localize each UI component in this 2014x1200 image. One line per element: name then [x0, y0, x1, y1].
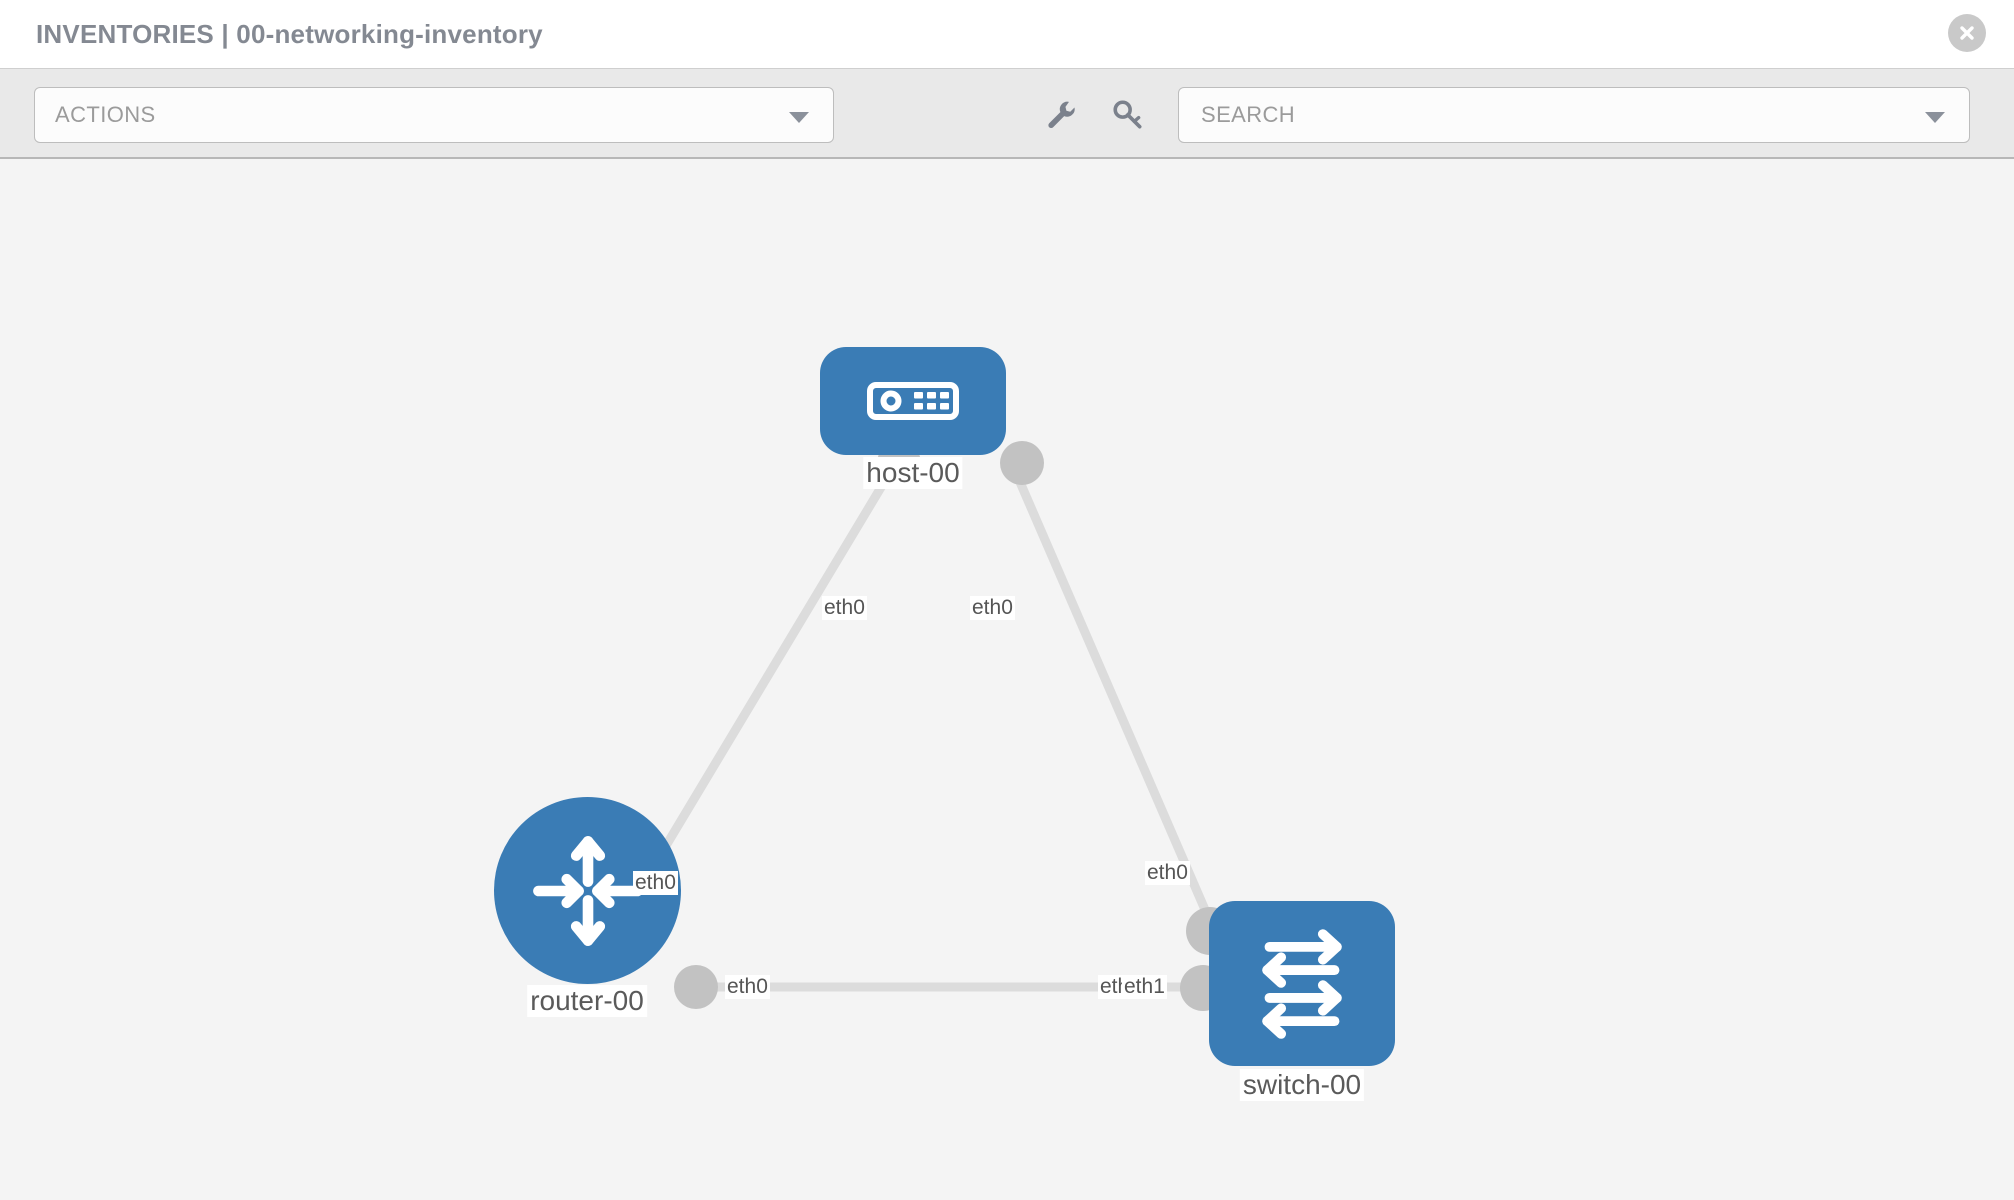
router-arrows-icon [532, 835, 643, 946]
actions-dropdown-label: ACTIONS [55, 102, 156, 127]
port-router00-right[interactable] [674, 965, 718, 1009]
page-header: INVENTORIES | 00-networking-inventory [0, 0, 2014, 68]
node-switch-00[interactable]: switch-00 [1209, 901, 1395, 1101]
switch-node-shape[interactable] [1209, 901, 1395, 1066]
node-router-00[interactable]: router-00 [494, 797, 681, 1017]
node-label-host-00: host-00 [863, 457, 963, 489]
edge-label-host00-right: eth0 [970, 596, 1015, 620]
edge-host00-switch00 [1005, 454, 1227, 954]
actions-dropdown[interactable]: ACTIONS [34, 87, 834, 143]
toolbar: ACTIONS SEARCH [0, 68, 2014, 159]
node-label-router-00: router-00 [527, 985, 647, 1017]
port-host00-right[interactable] [1000, 441, 1044, 485]
server-icon [867, 382, 959, 420]
edge-label-router00-uplink: eth0 [633, 871, 678, 895]
search-input[interactable]: SEARCH [1178, 87, 1970, 143]
node-host-00[interactable]: host-00 [820, 347, 1006, 489]
page-title: INVENTORIES | 00-networking-inventory [36, 18, 543, 49]
edge-label-host00-left: eth0 [822, 596, 867, 620]
host-node-shape[interactable] [820, 347, 1006, 455]
node-label-switch-00: switch-00 [1239, 1069, 1365, 1101]
edge-label-switch00-eth1: eth1 [1122, 975, 1167, 999]
topology-edges [617, 454, 1227, 992]
search-placeholder: SEARCH [1201, 102, 1296, 127]
wrench-icon[interactable] [1043, 97, 1079, 133]
switch-arrows-icon [1262, 928, 1342, 1039]
edge-label-switch00-uplink: eth0 [1145, 861, 1190, 885]
key-icon[interactable] [1110, 97, 1146, 133]
search-chevron-down-icon[interactable] [1925, 112, 1945, 123]
topology-canvas[interactable]: host-00 router-00 [0, 159, 2014, 1200]
chevron-down-icon [789, 112, 809, 123]
edge-label-router00-eth0: eth0 [725, 975, 770, 999]
router-node-shape[interactable] [494, 797, 681, 984]
close-icon[interactable] [1948, 14, 1986, 52]
